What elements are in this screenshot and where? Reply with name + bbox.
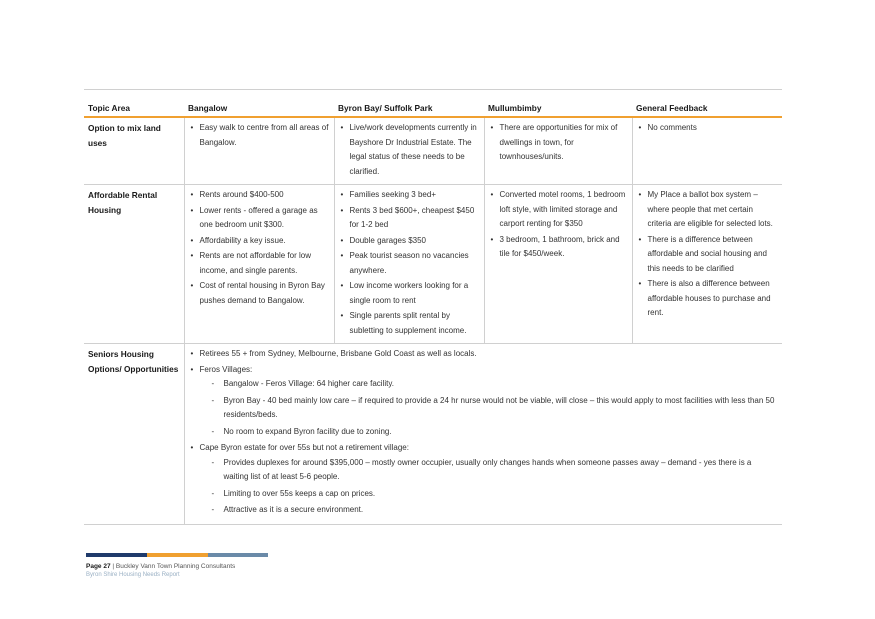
seniors-content-cell: Retirees 55 + from Sydney, Melbourne, Br… xyxy=(183,343,782,524)
list-item: Single parents split rental by sublettin… xyxy=(341,309,480,338)
footer-page-line: Page 27 | Buckley Vann Town Planning Con… xyxy=(86,563,235,570)
cell-mullum: Converted motel rooms, 1 bedroom loft st… xyxy=(483,184,632,344)
cell-general: My Place a ballot box system – where peo… xyxy=(631,184,782,344)
list-item: There is a difference between affordable… xyxy=(639,233,779,277)
table-row: Option to mix land uses Easy walk to cent… xyxy=(84,117,782,185)
list-item: Lower rents - offered a garage as one be… xyxy=(191,204,330,233)
cell-bangalow: Rents around $400-500Lower rents - offer… xyxy=(183,184,334,344)
cape-byron-sub-list: Provides duplexes for around $395,000 – … xyxy=(200,456,779,518)
list-item: Rents around $400-500 xyxy=(191,188,330,203)
list-item: Rents 3 bed $600+, cheapest $450 for 1-2… xyxy=(341,204,480,233)
cell-byron: Families seeking 3 bed+Rents 3 bed $600+… xyxy=(333,184,484,344)
sub-list-item: Attractive as it is a secure environment… xyxy=(212,503,779,518)
footer-color-bar xyxy=(86,553,268,557)
list-item: Families seeking 3 bed+ xyxy=(341,188,480,203)
seniors-row: Seniors Housing Options/ Opportunities R… xyxy=(84,343,782,524)
list-item: There are opportunities for mix of dwell… xyxy=(491,121,628,165)
list-item: 3 bedroom, 1 bathroom, brick and tile fo… xyxy=(491,233,628,262)
bullet-list: Live/work developments currently in Bays… xyxy=(339,121,480,179)
feros-sub-list: Bangalow - Feros Village: 64 higher care… xyxy=(200,377,779,439)
cell-bangalow: Easy walk to centre from all areas of Ba… xyxy=(183,117,334,185)
cell-mullum: There are opportunities for mix of dwell… xyxy=(483,117,632,185)
bullet-list: Easy walk to centre from all areas of Ba… xyxy=(189,121,330,150)
list-item: Low income workers looking for a single … xyxy=(341,279,480,308)
list-item-text: Cape Byron estate for over 55s but not a… xyxy=(199,443,409,452)
cell-byron: Live/work developments currently in Bays… xyxy=(333,117,484,185)
list-item: No comments xyxy=(639,121,779,136)
footer-bar-orange xyxy=(147,553,208,557)
list-item: There is also a difference between affor… xyxy=(639,277,779,321)
cell-general: No comments xyxy=(631,117,782,185)
header-bangalow: Bangalow xyxy=(184,89,334,117)
consultant-name: | Buckley Vann Town Planning Consultants xyxy=(112,563,236,570)
bullet-list: Rents around $400-500Lower rents - offer… xyxy=(189,188,330,308)
header-byron-bay: Byron Bay/ Suffolk Park xyxy=(334,89,484,117)
page-number: Page 27 xyxy=(86,563,111,570)
sub-list-item: Limiting to over 55s keeps a cap on pric… xyxy=(212,487,779,502)
list-item: Easy walk to centre from all areas of Ba… xyxy=(191,121,330,150)
bullet-list: There are opportunities for mix of dwell… xyxy=(489,121,628,165)
list-item: Cape Byron estate for over 55s but not a… xyxy=(191,441,779,518)
list-item: Double garages $350 xyxy=(341,234,480,249)
sub-list-item: No room to expand Byron facility due to … xyxy=(212,425,779,440)
topic-cell: Option to mix land uses xyxy=(88,123,161,148)
topic-cell: Affordable Rental Housing xyxy=(88,190,158,215)
report-title: Byron Shire Housing Needs Report xyxy=(86,572,180,578)
sub-list-item: Byron Bay - 40 bed mainly low care – if … xyxy=(212,394,779,423)
header-general-feedback: General Feedback xyxy=(632,89,782,117)
list-item: Retirees 55 + from Sydney, Melbourne, Br… xyxy=(191,347,779,362)
table-row: Affordable Rental Housing Rents around $4… xyxy=(84,184,782,344)
list-item: Feros Villages: Bangalow - Feros Village… xyxy=(191,363,779,440)
list-item: Live/work developments currently in Bays… xyxy=(341,121,480,179)
bullet-list: No comments xyxy=(637,121,779,136)
list-item: Rents are not affordable for low income,… xyxy=(191,249,330,278)
bullet-list: Families seeking 3 bed+Rents 3 bed $600+… xyxy=(339,188,480,338)
list-item-text: Feros Villages: xyxy=(199,364,253,374)
list-item: Peak tourist season no vacancies anywher… xyxy=(341,249,480,278)
bullet-list: My Place a ballot box system – where peo… xyxy=(637,188,779,321)
footer-bar-steel xyxy=(208,553,268,557)
sub-list-item: Bangalow - Feros Village: 64 higher care… xyxy=(212,377,779,392)
footer-bar-navy xyxy=(86,553,147,557)
header-mullumbimby: Mullumbimby xyxy=(484,89,632,117)
bullet-list: Converted motel rooms, 1 bedroom loft st… xyxy=(489,188,628,262)
list-item: Cost of rental housing in Byron Bay push… xyxy=(191,279,330,308)
list-item: My Place a ballot box system – where peo… xyxy=(639,188,779,232)
sub-list-item: Provides duplexes for around $395,000 – … xyxy=(212,456,779,485)
topic-cell: Seniors Housing Options/ Opportunities xyxy=(88,349,179,374)
header-topic-area: Topic Area xyxy=(84,89,184,117)
seniors-bullet-list: Retirees 55 + from Sydney, Melbourne, Br… xyxy=(189,347,779,518)
list-item: Affordability a key issue. xyxy=(191,234,330,249)
housing-feedback-table: Topic Area Bangalow Byron Bay/ Suffolk P… xyxy=(84,89,782,525)
list-item: Converted motel rooms, 1 bedroom loft st… xyxy=(491,188,628,232)
table-header-row: Topic Area Bangalow Byron Bay/ Suffolk P… xyxy=(84,89,782,117)
